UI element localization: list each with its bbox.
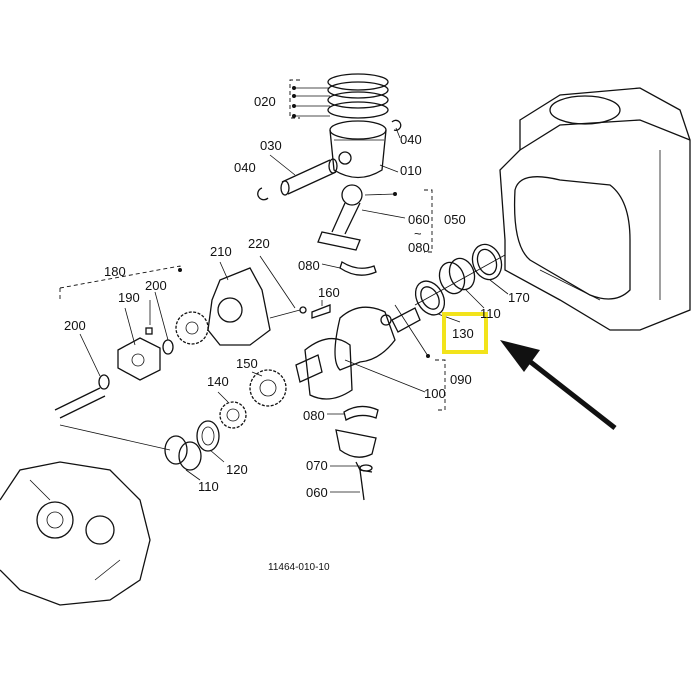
part-label: 040 xyxy=(400,132,422,147)
thrust-washer-130 xyxy=(414,280,461,323)
part-label: 200 xyxy=(145,278,167,293)
part-label: 150 xyxy=(236,356,258,371)
part-label: 200 xyxy=(64,318,86,333)
part-label: 110 xyxy=(198,479,219,494)
bearing-shell-upper xyxy=(339,261,377,276)
pointer-arrow xyxy=(500,340,617,430)
connecting-rod xyxy=(317,184,433,253)
bushing-110 xyxy=(438,257,485,309)
part-label: ~ xyxy=(414,226,422,241)
part-label: 010 xyxy=(400,163,422,178)
crankcase-cover xyxy=(0,461,151,606)
bushing-110-lower xyxy=(164,435,202,481)
piston-pin xyxy=(257,154,338,201)
gear-large xyxy=(175,311,209,345)
part-label: 120 xyxy=(226,462,248,477)
part-label: 080 xyxy=(408,240,430,255)
diagram-caption: 11464-010-10 xyxy=(268,562,330,573)
highlight-box-130 xyxy=(442,312,488,354)
part-label: 040 xyxy=(234,160,256,175)
part-label: 190 xyxy=(118,290,140,305)
governor-assembly xyxy=(54,265,182,419)
gear-150 xyxy=(249,369,287,407)
part-label: 030 xyxy=(260,138,282,153)
part-label: 220 xyxy=(248,236,270,251)
part-label: 210 xyxy=(210,244,232,259)
part-label: 050 xyxy=(444,212,466,227)
piston xyxy=(329,119,402,179)
part-label: 180 xyxy=(104,264,126,279)
part-label: 060 xyxy=(306,485,328,500)
part-label: 080 xyxy=(303,408,325,423)
part-label: 160 xyxy=(318,285,340,300)
piston-rings xyxy=(289,73,389,119)
gear-case xyxy=(207,255,307,346)
rod-cap xyxy=(330,429,377,501)
engine-block xyxy=(499,87,691,331)
part-label: 090 xyxy=(450,372,472,387)
crankshaft xyxy=(295,300,446,411)
bearing-shell-lower xyxy=(343,405,379,421)
part-label: 100 xyxy=(424,386,446,401)
gear-140 xyxy=(217,391,247,429)
part-label: 140 xyxy=(207,374,229,389)
part-label: 060 xyxy=(408,212,430,227)
part-label: 110 xyxy=(480,306,501,321)
main-bearing-170 xyxy=(471,243,509,295)
part-label: 080 xyxy=(298,258,320,273)
part-label: 020 xyxy=(254,94,276,109)
part-label: 170 xyxy=(508,290,530,305)
part-label-highlighted: 130 xyxy=(452,326,474,341)
washer-120 xyxy=(196,420,225,463)
part-label: 070 xyxy=(306,458,328,473)
